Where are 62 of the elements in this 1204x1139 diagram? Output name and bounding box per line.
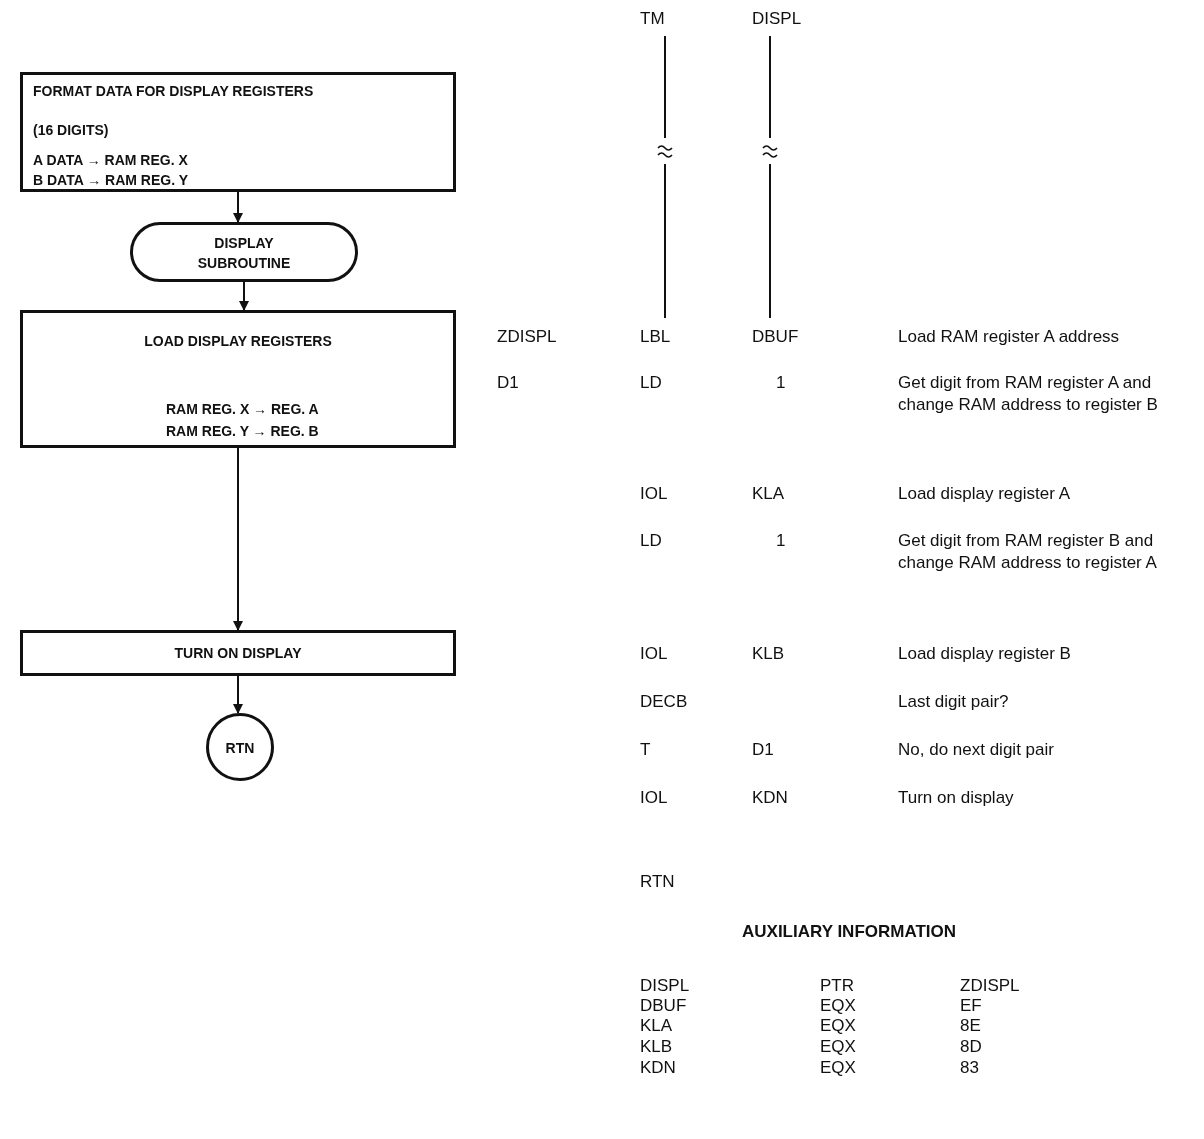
comment: Load display register B — [898, 643, 1072, 665]
table-text: 8E — [960, 1015, 981, 1037]
table-text: DBUF — [640, 995, 687, 1017]
table-text: KDN — [640, 1057, 676, 1079]
opcode: LD — [640, 530, 662, 552]
operand: KLB — [752, 643, 785, 665]
terminal-text: RTN — [225, 740, 255, 756]
arrow — [233, 191, 243, 223]
comment: Turn on display — [898, 787, 1015, 809]
operand: D1 — [752, 739, 774, 761]
comment: No, do next digit pair — [898, 739, 1055, 761]
operand: 1 — [776, 372, 786, 394]
arrow — [233, 447, 243, 631]
table-text: EF — [960, 995, 982, 1017]
opcode: IOL — [640, 787, 668, 809]
table-text: EQX — [820, 1036, 856, 1058]
table-text: KLB — [640, 1036, 673, 1058]
table-text: EQX — [820, 1057, 856, 1079]
operand: KLA — [752, 483, 785, 505]
opcode: IOL — [640, 483, 668, 505]
column-heading: TM — [640, 8, 665, 30]
table-text: PTR — [820, 975, 854, 997]
opcode: LBL — [640, 326, 671, 348]
process-step: B DATA → RAM REG. Y — [33, 172, 189, 188]
opcode: IOL — [640, 643, 668, 665]
table-text: EQX — [820, 1015, 856, 1037]
column-heading: DISPL — [752, 8, 802, 30]
process-heading: FORMAT DATA FOR DISPLAY REGISTERS — [33, 83, 314, 99]
table-text: 8D — [960, 1036, 982, 1058]
opcode: LD — [640, 372, 662, 394]
process-box — [20, 630, 456, 676]
process-step: RAM REG. X → REG. A — [166, 401, 319, 417]
process-heading: TURN ON DISPLAY — [174, 645, 302, 661]
process-note: (16 DIGITS) — [33, 122, 109, 138]
statement-label: ZDISPL — [497, 326, 557, 348]
comment: Load RAM register A address — [898, 326, 1121, 348]
process-box — [20, 72, 456, 192]
comment: Last digit pair? — [898, 691, 1010, 713]
arrow — [233, 675, 243, 714]
table-text: 83 — [960, 1057, 979, 1079]
statement-label: D1 — [497, 372, 519, 394]
operand: DBUF — [752, 326, 799, 348]
process-step: RAM REG. Y → REG. B — [166, 423, 319, 439]
terminal-text: DISPLAY SUBROUTINE — [196, 234, 292, 273]
table-text: DISPL — [640, 975, 690, 997]
operand: KDN — [752, 787, 788, 809]
section-heading: AUXILIARY INFORMATION — [742, 921, 957, 943]
table-text: ZDISPL — [960, 975, 1020, 997]
process-box — [20, 310, 456, 448]
comment: Load display register A — [898, 483, 1071, 505]
opcode: RTN — [640, 871, 675, 893]
opcode: DECB — [640, 691, 688, 713]
table-text: KLA — [640, 1015, 673, 1037]
process-step: A DATA → RAM REG. X — [33, 152, 188, 168]
comment: Get digit from RAM register B and change RAM address to register A — [898, 530, 1158, 574]
operand: 1 — [776, 530, 786, 552]
subroutine-terminal — [130, 222, 358, 282]
process-heading: LOAD DISPLAY REGISTERS — [144, 333, 332, 349]
arrow — [239, 281, 249, 311]
comment: Get digit from RAM register A and change RAM address to register B — [898, 372, 1159, 416]
opcode: T — [640, 739, 651, 761]
table-text: EQX — [820, 995, 856, 1017]
